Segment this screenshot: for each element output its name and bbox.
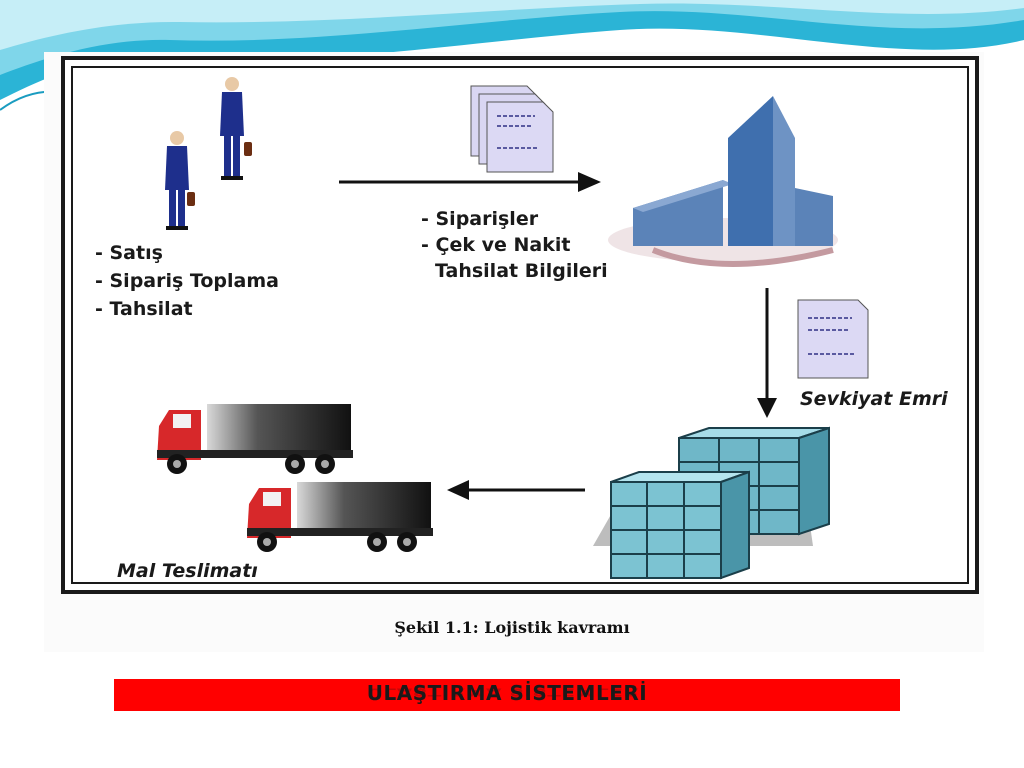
arrow-to-headquarters bbox=[339, 172, 601, 192]
businessmen-icon bbox=[165, 77, 252, 230]
collection-info-label: Tahsilat Bilgileri bbox=[435, 260, 608, 282]
order-collection-label: - Sipariş Toplama bbox=[95, 270, 279, 292]
arrow-to-warehouse bbox=[757, 288, 777, 418]
sales-label: - Satış bbox=[95, 242, 163, 264]
documents-icon bbox=[470, 85, 554, 173]
truck-icon bbox=[157, 404, 433, 552]
section-title: ULAŞTIRMA SİSTEMLERİ bbox=[366, 681, 648, 705]
shipping-order-label: Sevkiyat Emri bbox=[800, 388, 948, 410]
collection-label: - Tahsilat bbox=[95, 298, 193, 320]
figure-inner-frame: - Satış - Sipariş Toplama - Tahsilat - S… bbox=[71, 66, 969, 584]
warehouse-racks-icon bbox=[593, 426, 830, 580]
check-cash-label: - Çek ve Nakit bbox=[421, 234, 571, 256]
logistics-diagram bbox=[157, 77, 869, 580]
document-icon bbox=[797, 299, 869, 379]
figure-frame: - Satış - Sipariş Toplama - Tahsilat - S… bbox=[61, 56, 979, 594]
figure-caption: Şekil 1.1: Lojistik kavramı bbox=[394, 618, 630, 637]
section-title-bar: ULAŞTIRMA SİSTEMLERİ ULAŞTIRMA SİSTEMLER… bbox=[114, 679, 900, 711]
orders-label: - Siparişler bbox=[421, 208, 539, 230]
arrow-to-trucks bbox=[447, 480, 585, 500]
headquarters-building-icon bbox=[608, 96, 838, 267]
goods-delivery-label: Mal Teslimatı bbox=[117, 560, 258, 582]
